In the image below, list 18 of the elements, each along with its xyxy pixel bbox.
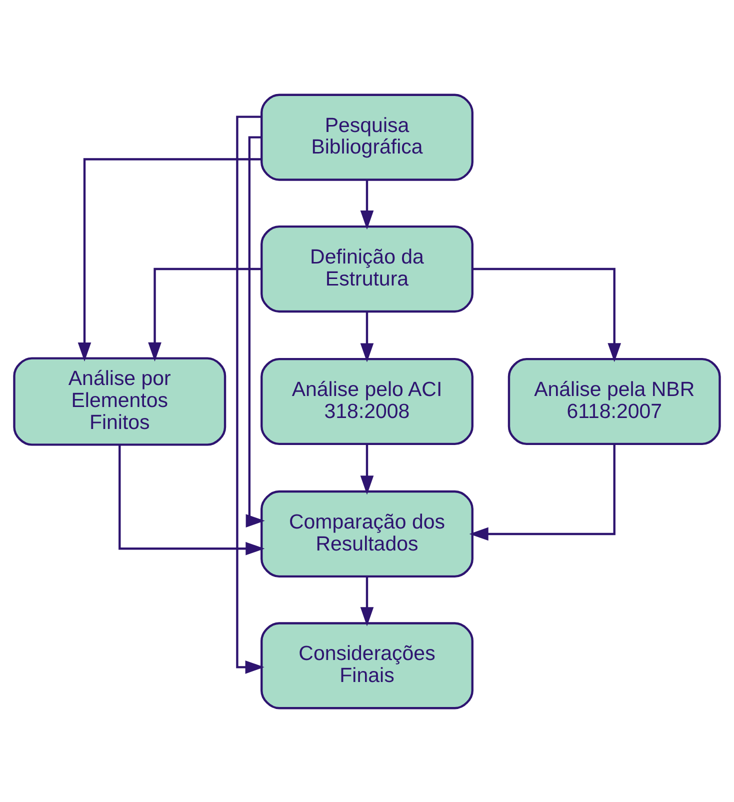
- arrow: [236, 115, 264, 674]
- node-box: Análise pela NBR 6118:2007: [508, 357, 721, 445]
- node-box: Considerações Finais: [260, 622, 474, 709]
- arrow: [469, 444, 616, 540]
- node-box: Pesquisa Bibliográfica: [260, 93, 474, 180]
- arrow: [360, 576, 374, 626]
- arrow: [360, 311, 374, 362]
- arrow: [360, 444, 374, 494]
- arrow: [246, 136, 265, 527]
- node-box: Definição da Estrutura: [260, 225, 474, 312]
- node-box: Análise pelo ACI 318:2008: [260, 357, 474, 445]
- node-box: Comparação dos Resultados: [260, 490, 474, 577]
- node-box: Análise por Elementos Finitos: [13, 356, 226, 446]
- arrow: [472, 267, 622, 362]
- arrow: [118, 444, 265, 555]
- arrow: [360, 180, 374, 230]
- arrow: [78, 158, 262, 362]
- arrow: [148, 267, 262, 361]
